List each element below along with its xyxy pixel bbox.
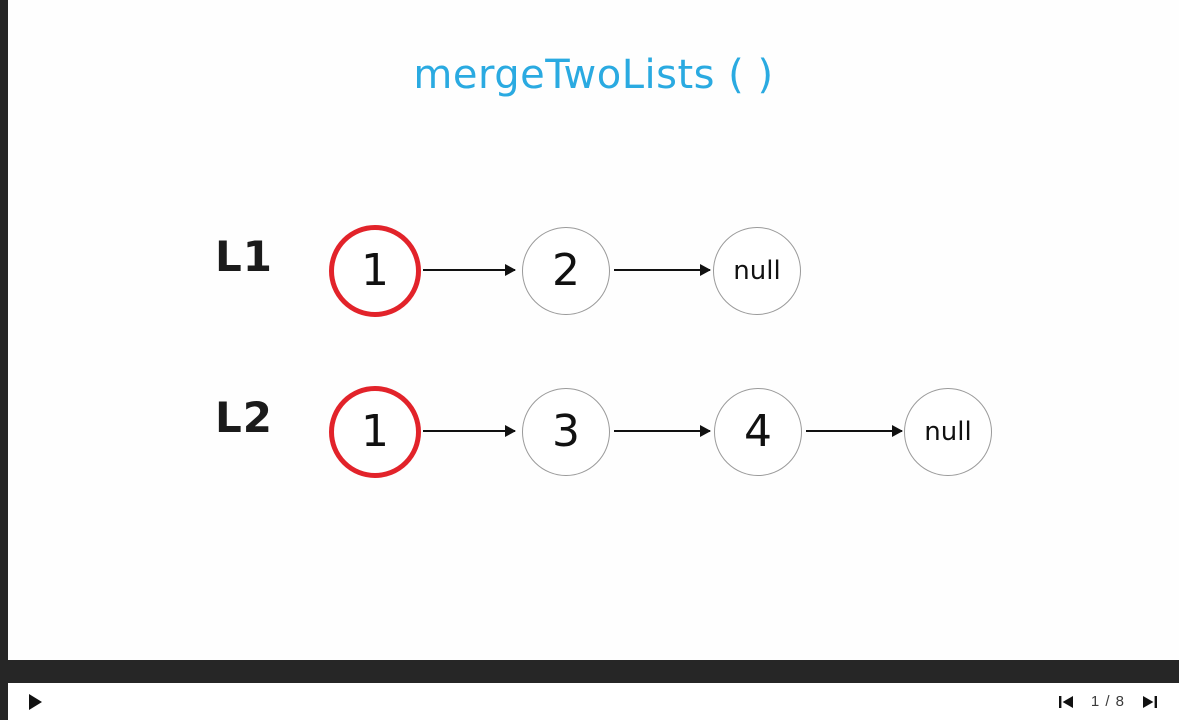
node-value: null — [924, 417, 972, 447]
node-l1-0: 1 — [329, 225, 421, 317]
node-value: 3 — [552, 406, 580, 457]
viewer-left-edge-strip — [0, 0, 8, 660]
skip-to-start-icon[interactable] — [1055, 691, 1077, 713]
list-label-l2: L2 — [215, 393, 273, 442]
arrow-l2-0-to-1 — [423, 425, 516, 437]
list-label-l1: L1 — [215, 232, 273, 281]
node-l2-2: 4 — [714, 388, 802, 476]
node-value: 4 — [744, 406, 772, 457]
page-title: mergeTwoLists ( ) — [413, 52, 774, 98]
node-l1-1: 2 — [522, 227, 610, 315]
arrow-l1-0-to-1 — [423, 264, 516, 276]
pager: 1 / 8 — [1055, 691, 1161, 713]
node-l2-3: null — [904, 388, 992, 476]
arrow-l2-1-to-2 — [614, 425, 711, 437]
page-indicator: 1 / 8 — [1090, 693, 1125, 710]
node-value: 2 — [552, 245, 580, 296]
arrow-l2-2-to-3 — [806, 425, 903, 437]
node-l1-2: null — [713, 227, 801, 315]
node-l2-1: 3 — [522, 388, 610, 476]
slide-canvas: mergeTwoLists ( ) L1 1 2 null L2 1 — [8, 0, 1179, 660]
node-value: null — [733, 256, 781, 286]
node-l2-0: 1 — [329, 386, 421, 478]
viewer-dark-divider — [0, 660, 1179, 683]
node-value: 1 — [361, 245, 389, 296]
play-icon[interactable] — [22, 689, 48, 715]
node-value: 1 — [361, 406, 389, 457]
skip-to-end-icon[interactable] — [1139, 691, 1161, 713]
arrow-l1-1-to-2 — [614, 264, 711, 276]
viewer-toolbar: 1 / 8 — [0, 683, 1179, 720]
